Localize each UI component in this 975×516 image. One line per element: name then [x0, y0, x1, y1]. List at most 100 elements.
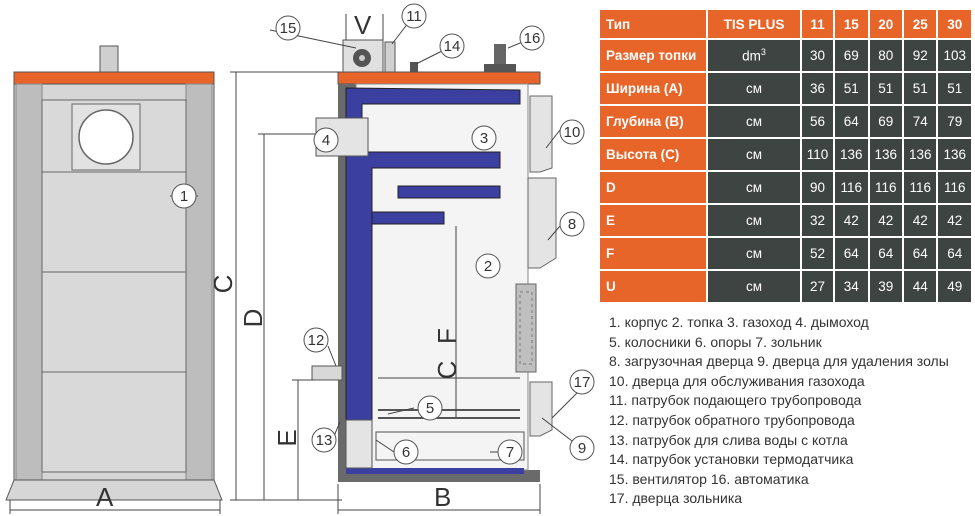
dim-c-label: C — [208, 275, 238, 294]
dim-c-inner-label: C — [432, 361, 462, 380]
spec-cell: 116 — [901, 170, 939, 205]
callout-14: 14 — [444, 38, 461, 55]
spec-row: Размер топки dm3 30 69 80 92 103 — [598, 38, 973, 73]
spec-row: F см 52 64 64 64 64 — [598, 236, 973, 271]
ash-pan — [375, 431, 525, 461]
dim-f-label: F — [432, 328, 462, 344]
legend-line: 8. загрузочная дверца 9. дверца для удал… — [609, 353, 949, 370]
return-pipe — [311, 365, 343, 381]
legend-line: 15. вентилятор 16. автоматика — [609, 470, 809, 487]
spec-header-size: 20 — [867, 8, 905, 40]
callout-7: 7 — [506, 444, 514, 461]
spec-row-label: Размер топки — [598, 38, 708, 73]
spec-cell: 56 — [799, 104, 836, 139]
callout-6: 6 — [402, 444, 410, 461]
dimensions — [230, 14, 541, 514]
spec-header-size: 30 — [936, 8, 973, 40]
spec-cell: 32 — [799, 203, 836, 238]
spec-cell: 136 — [833, 137, 870, 172]
callout-numbers: 1 2 3 4 5 6 7 8 9 10 11 12 13 14 15 16 1… — [180, 8, 591, 461]
spec-row-label: F — [598, 236, 708, 271]
front-top-pipe — [99, 45, 119, 73]
front-base — [5, 479, 223, 501]
spec-cell: 136 — [867, 137, 905, 172]
spec-cell: 42 — [867, 203, 905, 238]
spec-cell: 42 — [833, 203, 870, 238]
spec-cell: 64 — [867, 236, 905, 271]
callout-12: 12 — [308, 332, 325, 349]
spec-row-unit: dm3 — [706, 38, 802, 73]
front-panel-3 — [41, 271, 187, 373]
spec-cell: 36 — [799, 71, 836, 106]
controller-box — [484, 64, 516, 72]
spec-row-label: E — [598, 203, 708, 238]
spec-header-type: Тип — [598, 8, 708, 40]
spec-cell: 79 — [936, 104, 973, 139]
spec-row-unit: см — [706, 137, 802, 172]
side-body — [355, 83, 529, 471]
spec-table: Тип TIS PLUS 11 15 20 25 30 Размер топки… — [598, 8, 973, 304]
spec-cell: 110 — [799, 137, 836, 172]
spec-cell: 51 — [867, 71, 905, 106]
callout-5: 5 — [426, 400, 434, 417]
legend-line: 10. дверца для обслуживания газохода — [609, 372, 865, 389]
spec-cell: 44 — [901, 269, 939, 304]
callout-10: 10 — [564, 124, 581, 141]
spec-row-label: Глубина (B) — [598, 104, 708, 139]
spec-cell: 64 — [833, 236, 870, 271]
callout-11: 11 — [406, 8, 422, 25]
spec-cell: 69 — [867, 104, 905, 139]
spec-cell: 51 — [936, 71, 973, 106]
spec-cell: 116 — [833, 170, 870, 205]
front-panel-4 — [41, 371, 187, 473]
front-right-column — [185, 83, 213, 481]
spec-row-unit: см — [706, 269, 802, 304]
door-upper — [529, 95, 553, 173]
spec-cell: 116 — [867, 170, 905, 205]
spec-cell: 52 — [799, 236, 836, 271]
spec-cell: 49 — [936, 269, 973, 304]
spec-cell: 42 — [901, 203, 939, 238]
flue-baffle-lower — [371, 211, 445, 225]
spec-cell: 74 — [901, 104, 939, 139]
legs — [345, 419, 373, 469]
spec-row: Высота (C) см 110 136 136 136 136 — [598, 137, 973, 172]
callout-17: 17 — [574, 374, 591, 391]
spec-header-size: 15 — [833, 8, 870, 40]
side-base-strip — [346, 468, 524, 474]
front-fan-circle — [78, 109, 134, 165]
legend-line: 12. патрубок обратного трубопровода — [609, 411, 855, 428]
spec-row-unit: см — [706, 71, 802, 106]
spec-cell: 69 — [833, 38, 870, 73]
spec-cell: 64 — [901, 236, 939, 271]
callout-8: 8 — [568, 216, 576, 233]
spec-row-unit: см — [706, 170, 802, 205]
callout-16: 16 — [524, 30, 541, 47]
spec-cell: 34 — [833, 269, 870, 304]
callout-markers — [171, 3, 595, 465]
legend-line: 1. корпус 2. топка 3. газоход 4. дымоход — [609, 314, 869, 330]
spec-row-unit: см — [706, 104, 802, 139]
callout-2: 2 — [484, 258, 492, 275]
sensor-socket — [410, 62, 418, 72]
spec-row-unit: см — [706, 203, 802, 238]
spec-cell: 136 — [936, 137, 973, 172]
legend-line: 17. дверца зольника — [609, 490, 743, 507]
door-loading — [527, 177, 557, 269]
door-ash-upper — [515, 283, 537, 373]
boiler-drawing: A F — [5, 3, 595, 514]
front-panel-2 — [41, 171, 187, 273]
spec-row-label: D — [598, 170, 708, 205]
flue-baffle-upper — [397, 185, 501, 199]
spec-cell: 51 — [833, 71, 870, 106]
spec-row-label: U — [598, 269, 708, 304]
spec-row-unit: см — [706, 236, 802, 271]
spec-row-label: Ширина (A) — [598, 71, 708, 106]
grate — [378, 409, 520, 419]
side-top-cap — [337, 71, 541, 85]
spec-row: U см 27 34 39 44 49 — [598, 269, 973, 304]
front-top-cap — [13, 71, 215, 85]
spec-cell: 90 — [799, 170, 836, 205]
spec-cell: 92 — [901, 38, 939, 73]
legend-line: 13. патрубок для слива воды с котла — [609, 431, 848, 448]
